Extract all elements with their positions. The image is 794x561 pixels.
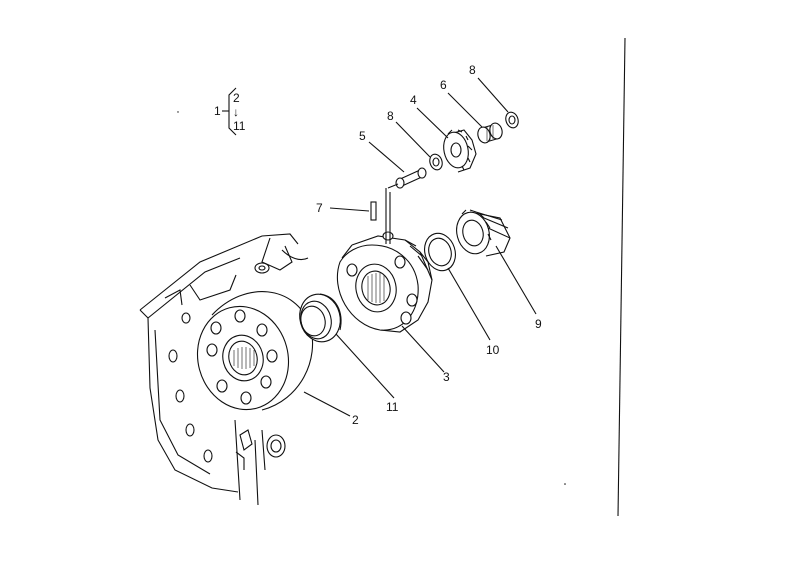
callout-10: 10 (486, 343, 500, 357)
callout-9: 9 (535, 317, 542, 331)
washer-upper (505, 111, 519, 129)
carrier-housing (336, 231, 433, 333)
callouts: 8 6 4 8 5 7 9 10 3 11 2 (316, 63, 542, 427)
callout-6: 6 (440, 78, 447, 92)
callout-4: 4 (410, 93, 417, 107)
pin (370, 201, 377, 221)
callout-8-lower: 8 (387, 109, 394, 123)
thrust-washer (424, 232, 456, 272)
leader-lines (303, 77, 537, 417)
callout-2: 2 (352, 413, 359, 427)
needle-bearing (477, 122, 503, 144)
shaft (385, 167, 427, 244)
legend-parent: 1 (214, 104, 221, 118)
callout-3: 3 (443, 370, 450, 384)
callout-7: 7 (316, 201, 323, 215)
assembly-legend: 1 2 ↓ 11 (214, 87, 246, 136)
spur-gear (443, 129, 477, 173)
legend-mid-mark: ↓ (233, 105, 239, 119)
callout-11: 11 (386, 400, 399, 414)
callout-5: 5 (359, 129, 366, 143)
transmission-housing (139, 233, 309, 506)
oil-seal (299, 293, 342, 343)
legend-bottom-child: 11 (233, 119, 246, 133)
callout-8-upper: 8 (469, 63, 476, 77)
washer-lower (429, 153, 443, 171)
frame-line (617, 37, 626, 517)
spline-gear (456, 209, 511, 257)
legend-top-child: 2 (233, 91, 240, 105)
flange-bolt-holes (206, 309, 278, 405)
flange-drum (196, 291, 314, 411)
